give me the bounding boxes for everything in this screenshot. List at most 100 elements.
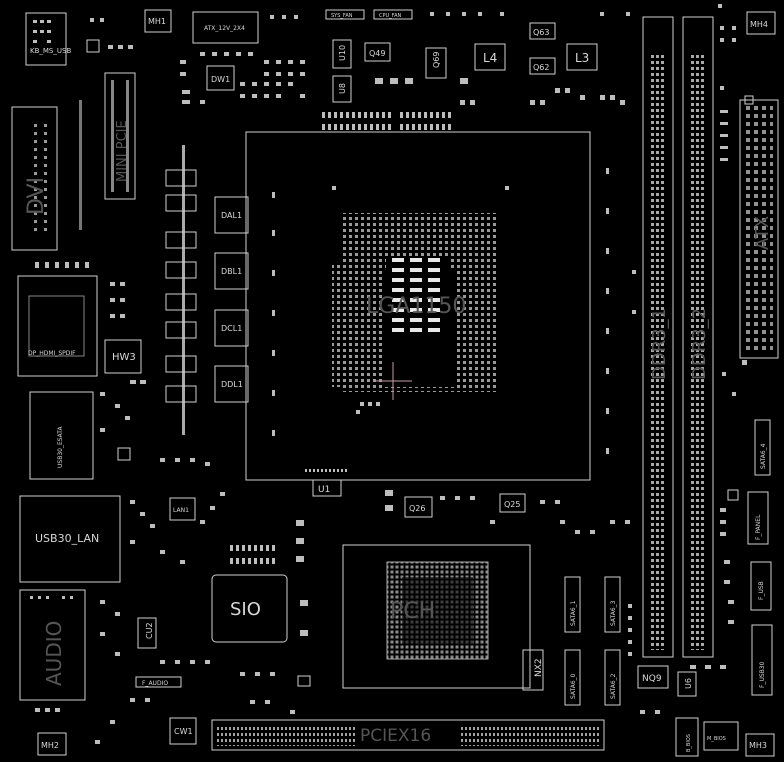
f-panel-header: F_PANEL xyxy=(747,491,769,545)
dimm-side-pads xyxy=(720,110,747,396)
u6-label: U6 xyxy=(684,678,693,689)
nx2-label: NX2 xyxy=(534,658,544,677)
dbl1-label: DBL1 xyxy=(221,267,242,276)
usb-esata-label: USB30_ESATA xyxy=(57,426,64,469)
atx-power-connector: ATX xyxy=(739,99,779,359)
sata6-3-connector: SATA6_3 xyxy=(604,576,621,633)
dw1-chip: DW1 xyxy=(206,65,235,91)
kb-ms-usb-connector: KB_MS_USB xyxy=(25,12,71,66)
l3-label: L3 xyxy=(575,51,589,65)
mh1-mount-hole: MH1 xyxy=(144,9,172,33)
sata6-2-label: SATA6_2 xyxy=(610,673,617,699)
sio-chip: SIO xyxy=(211,574,288,643)
q62-label: Q62 xyxy=(533,63,549,72)
audio-area-pads xyxy=(35,600,295,744)
f-usb-label: F_USB xyxy=(758,581,765,600)
lga1150-label: LGA1150 xyxy=(366,294,466,319)
dw1-label: DW1 xyxy=(211,75,230,84)
q25-label: Q25 xyxy=(504,500,520,509)
q25-mosfet: Q25 xyxy=(499,493,526,513)
right-top-pads xyxy=(718,4,754,105)
q26-label: Q26 xyxy=(409,504,425,513)
q63-mosfet: Q63 xyxy=(529,22,556,40)
nq9-chip: NQ9 xyxy=(637,665,669,689)
cw1-chip: CW1 xyxy=(169,717,197,745)
dcl1-label: DCL1 xyxy=(221,324,242,333)
sata6-3-label: SATA6_3 xyxy=(610,600,617,626)
vrm-pad-row xyxy=(322,78,625,130)
q26-mosfet: Q26 xyxy=(404,496,433,518)
dvi-label: DVI xyxy=(24,177,49,215)
m-bios-chip: M_BIOS xyxy=(703,721,739,751)
pch-chip: PCH xyxy=(342,544,531,689)
ddr3-2-label: DDR3_2 xyxy=(689,308,710,380)
sata6-0-label: SATA6_0 xyxy=(570,673,577,699)
f-usb-header: F_USB xyxy=(750,561,772,611)
mini-pcie-rail xyxy=(79,100,82,230)
lan1-chip: LAN1 xyxy=(169,497,196,521)
atx-12v-connector: ATX_12V_2X4 xyxy=(192,11,259,44)
ddr3-2-slot: DDR3_2 xyxy=(682,16,714,658)
audio-connector: AUDIO xyxy=(19,589,86,701)
pciex16-slot: PCIEX16 xyxy=(211,719,605,751)
b-bios-chip: B_BIOS xyxy=(675,717,699,757)
sata6-2-connector: SATA6_2 xyxy=(604,649,621,706)
ddl1-label: DDL1 xyxy=(221,380,243,389)
socket-edge-pads xyxy=(272,168,636,454)
sata6-4-connector: SATA6_4 xyxy=(754,419,771,476)
cw1-label: CW1 xyxy=(174,727,193,736)
q69-mosfet: Q69 xyxy=(425,47,447,79)
left-rail-pins xyxy=(165,145,197,435)
lan1-label: LAN1 xyxy=(173,507,189,514)
dvi-connector: DVI xyxy=(11,106,58,251)
left-mid-pads xyxy=(35,262,225,564)
sata6-1-label: SATA6_1 xyxy=(570,600,577,626)
atx-12v-label: ATX_12V_2X4 xyxy=(204,25,245,32)
m-bios-label: M_BIOS xyxy=(707,736,726,742)
sio-label: SIO xyxy=(230,599,261,620)
u8-label: U8 xyxy=(338,83,347,94)
cpu-socket-lga1150: LGA1150 xyxy=(245,131,591,481)
q-area-pads xyxy=(385,490,630,534)
right-bottom-pads xyxy=(628,489,739,714)
mh2-mount-hole: MH2 xyxy=(37,732,67,756)
l4-label: L4 xyxy=(483,51,497,65)
pciex16-label: PCIEX16 xyxy=(360,726,431,746)
mini-pcie-label: MINI PCIE xyxy=(115,120,130,182)
ddr3-1-slot: DDR3_1 xyxy=(642,16,674,658)
dal1-inductor: DAL1 xyxy=(214,196,249,234)
sata6-1-connector: SATA6_1 xyxy=(564,576,581,633)
cu2-chip: CU2 xyxy=(137,617,157,649)
dbl1-inductor: DBL1 xyxy=(214,252,249,290)
q62-mosfet: Q62 xyxy=(529,57,556,75)
u6-chip: U6 xyxy=(677,671,697,697)
ddr3-1-label: DDR3_1 xyxy=(649,308,670,380)
usb30-lan-label: USB30_LAN xyxy=(35,532,99,545)
q63-label: Q63 xyxy=(533,28,549,37)
b-bios-label: B_BIOS xyxy=(686,734,692,752)
sys-fan-header: SYS_FAN xyxy=(325,9,365,20)
sys-fan-label: SYS_FAN xyxy=(331,13,353,19)
hw3-chip: HW3 xyxy=(104,339,142,374)
sata6-4-label: SATA6_4 xyxy=(760,443,767,469)
sio-pads xyxy=(230,520,311,687)
mh2-label: MH2 xyxy=(41,741,59,750)
f-usb30-label: F_USB30 xyxy=(759,661,766,688)
cpu-fan-header: CPU_FAN xyxy=(373,9,413,20)
u10-label: U10 xyxy=(338,45,347,61)
cpu-fan-label: CPU_FAN xyxy=(379,13,402,19)
dcl1-inductor: DCL1 xyxy=(214,309,249,347)
cu2-label: CU2 xyxy=(145,622,154,639)
atx-label: ATX xyxy=(752,216,773,250)
f-panel-label: F_PANEL xyxy=(755,514,762,540)
u1-label: U1 xyxy=(318,485,330,495)
f-audio-label: F_AUDIO xyxy=(142,680,168,687)
kb-ms-usb-label: KB_MS_USB xyxy=(30,47,71,55)
mh4-label: MH4 xyxy=(750,20,768,29)
l4-inductor: L4 xyxy=(474,43,506,71)
hw3-label: HW3 xyxy=(112,352,136,363)
sata6-0-connector: SATA6_0 xyxy=(564,649,581,706)
top-small-pads xyxy=(86,12,630,104)
nq9-label: NQ9 xyxy=(642,674,662,684)
